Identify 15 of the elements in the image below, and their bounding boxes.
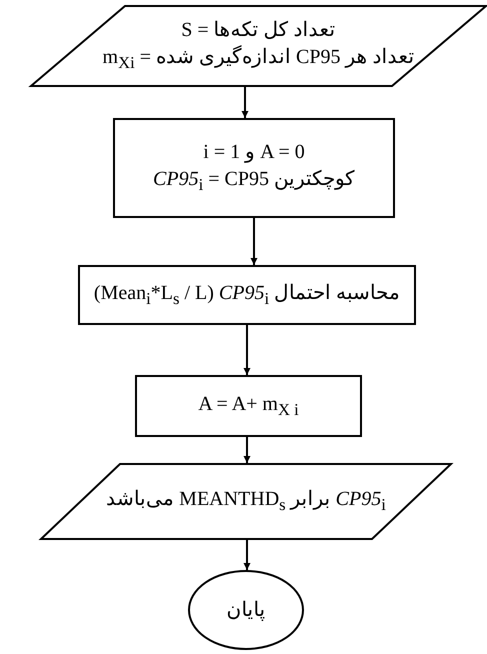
- process-box: [78, 265, 416, 325]
- input-parallelogram: [30, 5, 487, 87]
- step-text: پایان: [226, 598, 266, 623]
- step-text: A = A+ m$_{X i}$: [198, 392, 299, 421]
- step-text: i = 1 و A = 0: [203, 140, 305, 166]
- output-parallelogram: [40, 463, 452, 540]
- terminal-oval: [188, 570, 304, 650]
- arrow: [244, 437, 250, 463]
- step-text: S = تعداد کل تکه‌ها: [181, 18, 336, 44]
- arrow: [242, 87, 248, 118]
- arrow: [244, 540, 250, 570]
- arrow: [244, 325, 250, 375]
- process-box: [113, 118, 395, 218]
- arrow: [250, 218, 258, 265]
- process-box: [135, 375, 362, 437]
